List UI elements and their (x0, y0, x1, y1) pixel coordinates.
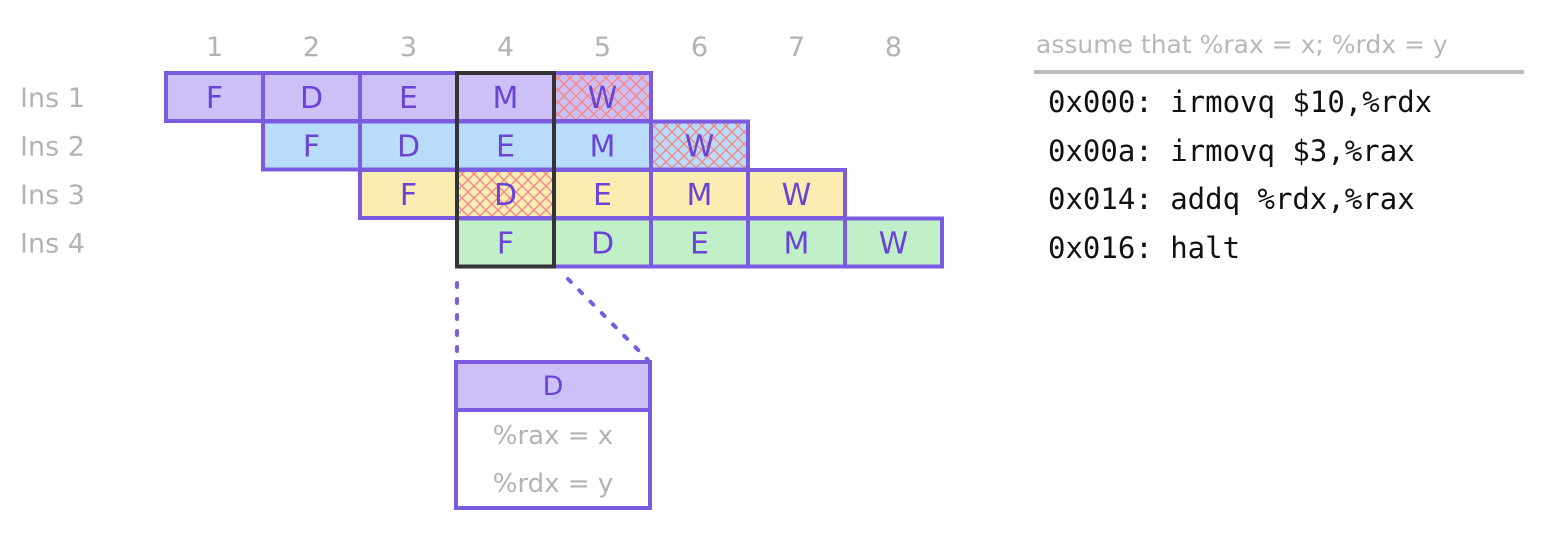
stage-cell: M (552, 119, 653, 172)
cycle-number: 8 (885, 32, 902, 63)
stage-cell: W (552, 71, 653, 123)
cycle-number: 3 (400, 32, 417, 63)
stage-cell: W (649, 119, 750, 172)
stage-cell-bg (263, 73, 360, 121)
stage-cell-bg (457, 121, 554, 170)
stage-letter: E (496, 130, 515, 165)
stage-cell-border (843, 216, 944, 269)
stage-cell-bg (360, 73, 457, 121)
decode-detail-box: D %rax = x %rdx = y (454, 360, 652, 510)
stage-cell: F (358, 168, 459, 220)
cycle-number: 5 (594, 32, 611, 63)
cycle-number: 2 (303, 32, 320, 63)
detail-line-rax: %rax = x (493, 421, 613, 451)
stage-cell-bg (457, 218, 554, 267)
stage-letter: F (206, 81, 223, 116)
stage-cell-hatch (651, 121, 748, 170)
zoom-connector (455, 277, 650, 362)
stage-cell: W (746, 168, 847, 220)
cycle-number: 1 (206, 32, 223, 63)
instruction-label: Ins 3 (20, 180, 85, 211)
stage-cell-bg (554, 170, 651, 218)
instruction-label: Ins 2 (20, 132, 85, 163)
stage-cell-bg (263, 121, 360, 170)
stage-cell-bg (554, 218, 651, 267)
stage-cell: E (552, 168, 653, 220)
stage-cell-bg (360, 121, 457, 170)
stage-cell: F (455, 216, 556, 269)
stage-cell-bg (166, 73, 263, 121)
stage-letter: D (591, 227, 614, 262)
assumption-divider (1034, 70, 1524, 74)
instruction-label: Ins 4 (20, 229, 85, 260)
stage-cell: M (649, 168, 750, 220)
stage-cell: M (455, 71, 556, 123)
stage-cell-hatch (554, 73, 651, 121)
stage-cell: D (455, 168, 556, 220)
assembly-code: 0x000: irmovq $10,%rdx 0x00a: irmovq $3,… (1048, 78, 1432, 272)
stage-cell-bg (360, 170, 457, 218)
stage-cell: E (455, 119, 556, 172)
stage-cell-bg (554, 121, 651, 170)
instruction-label: Ins 1 (20, 83, 85, 114)
stage-letter: E (399, 81, 418, 116)
stage-cell: E (649, 216, 750, 269)
stage-cell-bg (651, 218, 748, 267)
detail-header-text: D (543, 371, 564, 402)
stage-cell-bg (845, 218, 942, 267)
stage-cell: F (261, 119, 362, 172)
stage-cell-bg (457, 73, 554, 121)
code-line-3: 0x014: addq %rdx,%rax (1048, 182, 1415, 216)
assumption-note: assume that %rax = x; %rdx = y (1036, 30, 1448, 59)
stage-cell: D (358, 119, 459, 172)
stage-cell-bg (651, 170, 748, 218)
stage-letter: D (397, 130, 420, 165)
stage-letter: W (588, 81, 618, 116)
stage-cell: W (843, 216, 944, 269)
stage-cell: F (164, 71, 265, 123)
cycle-number: 4 (497, 32, 514, 63)
detail-header-bg (454, 360, 652, 412)
detail-line-rdx: %rdx = y (493, 469, 614, 499)
stage-letter: E (690, 227, 709, 262)
stage-letter: F (497, 227, 514, 262)
stage-letter: W (685, 130, 715, 165)
stage-letter: W (782, 178, 812, 213)
detail-body (454, 408, 652, 510)
cycle-number: 6 (691, 32, 708, 63)
stage-letter: M (590, 130, 616, 165)
stage-cell: M (746, 216, 847, 269)
stage-cell: E (358, 71, 459, 123)
code-line-4: 0x016: halt (1048, 230, 1241, 265)
stage-cell-bg (748, 170, 845, 218)
highlight-column-border (455, 71, 556, 269)
cycle-number: 7 (788, 32, 805, 63)
stage-cell: D (552, 216, 653, 269)
code-line-2: 0x00a: irmovq $3,%rax (1048, 133, 1415, 168)
stage-letter: M (493, 81, 519, 116)
stage-letter: E (593, 178, 612, 213)
stage-letter: F (303, 130, 320, 165)
code-line-1: 0x000: irmovq $10,%rdx (1048, 85, 1433, 119)
stage-cell-hatch (457, 170, 554, 218)
stage-cell-bg (748, 218, 845, 267)
stage-cell: D (261, 71, 362, 123)
stage-letter: M (784, 227, 810, 262)
stage-letter: D (300, 81, 323, 116)
stage-letter: F (400, 178, 417, 213)
stage-letter: D (494, 178, 517, 213)
stage-letter: M (687, 178, 713, 213)
connector-right (566, 277, 650, 362)
cycle-highlight (455, 71, 556, 269)
stage-letter: W (879, 227, 909, 262)
